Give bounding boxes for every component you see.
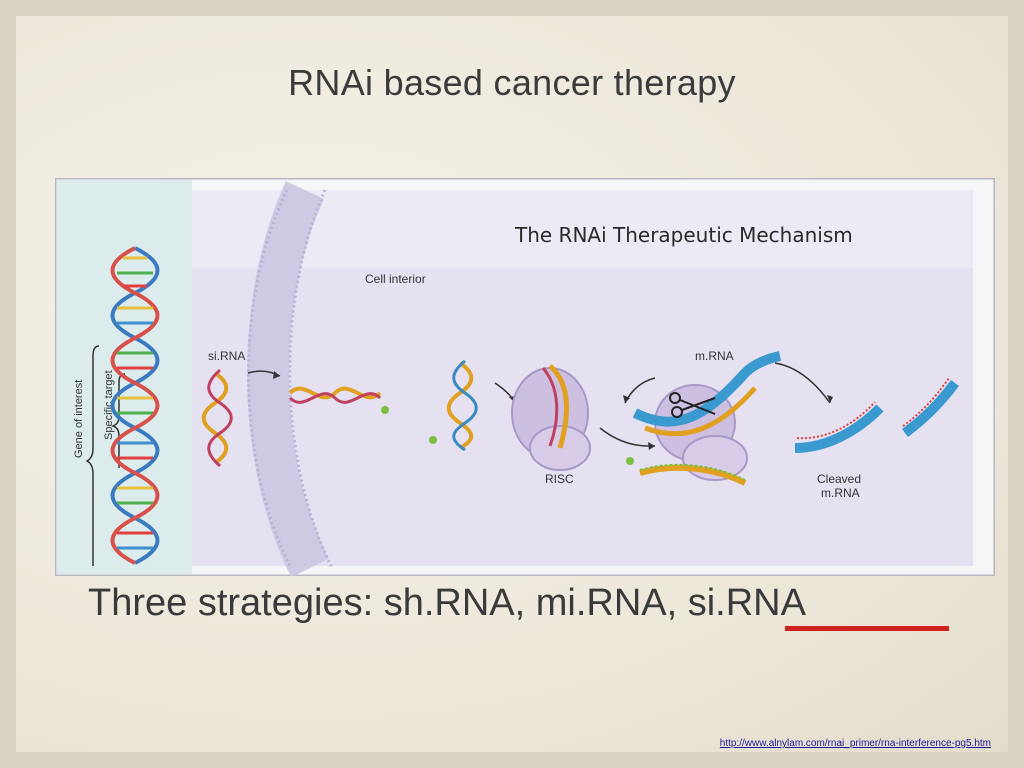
target-bracket xyxy=(110,373,126,468)
slide-title: RNAi based cancer therapy xyxy=(288,62,736,103)
gene-bracket xyxy=(85,345,100,566)
gene-of-interest-label: Gene of interest xyxy=(73,380,85,458)
slide-subtitle: Three strategies: sh.RNA, mi.RNA, si.RNA xyxy=(88,582,806,624)
cleaved-label-line2: m.RNA xyxy=(821,486,860,500)
scissors-icon xyxy=(669,392,716,418)
cleaved-mrna-icon xyxy=(794,377,959,453)
released-strand-icon xyxy=(639,463,747,486)
cleaved-label-line1: Cleaved xyxy=(817,472,861,486)
risc-label: RISC xyxy=(545,472,574,486)
sirna-underline xyxy=(785,626,949,631)
dna-helix-icon xyxy=(110,246,160,565)
source-link[interactable]: http://www.alnylam.com/rnai_primer/rna-i… xyxy=(719,738,991,749)
sirna-label: si.RNA xyxy=(208,349,245,363)
mrna-label: m.RNA xyxy=(695,349,734,363)
figure-heading-band xyxy=(192,190,973,268)
figure-heading: The RNAi Therapeutic Mechanism xyxy=(514,223,853,247)
sirna-inside-icon xyxy=(429,359,478,452)
rnai-mechanism-figure: The RNAi Therapeutic Mechanism Cell inte… xyxy=(55,178,995,576)
cell-interior-label: Cell interior xyxy=(365,272,426,286)
specific-target-label: Specific target xyxy=(103,370,115,440)
sirna-crossing-icon xyxy=(288,386,389,414)
risc-complex-icon xyxy=(511,364,591,471)
sirna-molecule-icon xyxy=(201,368,233,468)
cell-membrane xyxy=(247,181,329,576)
